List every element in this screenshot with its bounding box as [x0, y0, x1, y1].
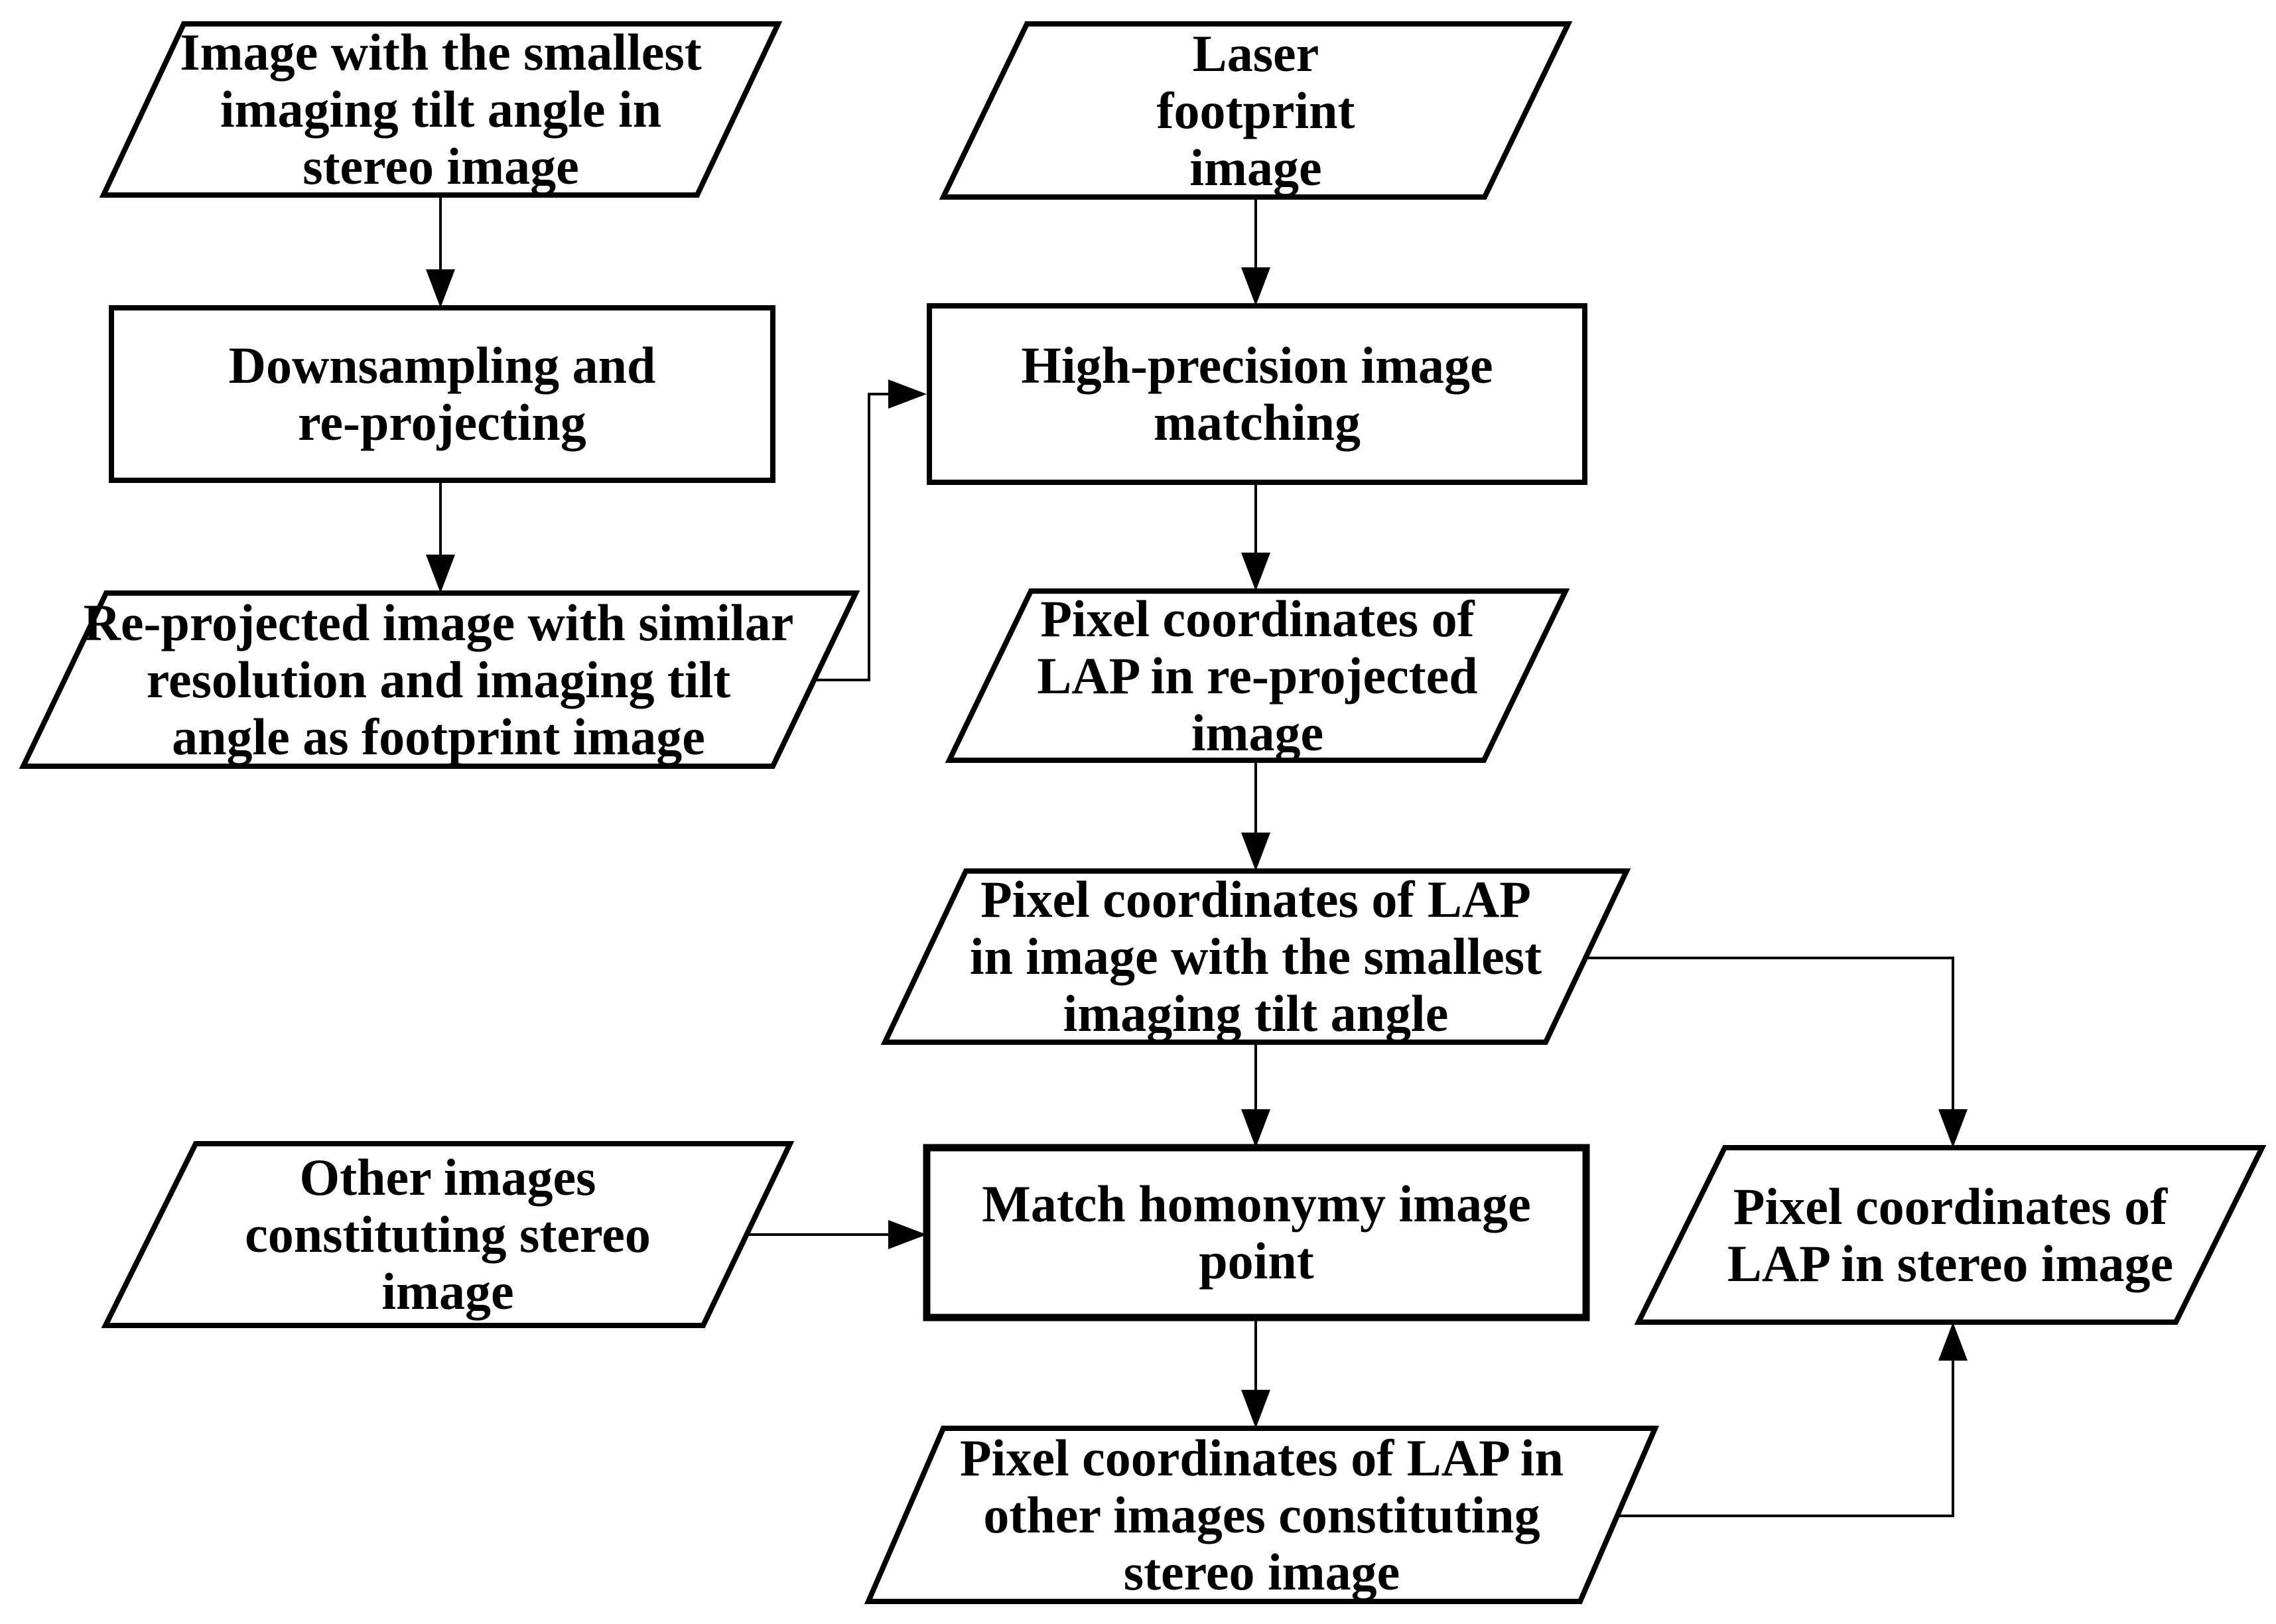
arrowhead-match-to-lapother — [1241, 1390, 1270, 1428]
arrowhead-lapreproj-to-lapsmallest — [1241, 833, 1270, 871]
arrowhead-matching-to-lapreproj — [1241, 553, 1270, 591]
elbow-reprojected-to-matching-line — [815, 393, 891, 681]
arrowhead-downsampling-to-reprojected — [426, 555, 455, 593]
node-shape-match-homonymy — [923, 1144, 1590, 1321]
node-shape-lap-smallest-tilt — [880, 868, 1631, 1045]
node-shape-high-precision-matching — [927, 303, 1587, 485]
node-shape-laser-footprint — [939, 21, 1573, 200]
elbow-lapsmallest-to-lapstereo-line — [1585, 957, 1954, 1112]
arrowhead-lapother-to-lapstereo — [1938, 1322, 1968, 1361]
arrowhead-lapsmallest-to-match — [1241, 1109, 1270, 1148]
node-shape-lap-other-images — [864, 1426, 1660, 1604]
arrowhead-reprojected-to-matching — [888, 379, 927, 409]
arrowhead-otherimages-to-match — [888, 1220, 927, 1249]
arrowhead-img-to-downsampling — [426, 269, 455, 308]
node-shape-reprojected-image — [19, 590, 860, 769]
elbow-lapother-to-lapstereo-line — [1617, 1358, 1954, 1517]
node-shape-downsampling — [109, 305, 775, 483]
node-shape-other-images — [101, 1141, 795, 1328]
arrowhead-laser-to-matching — [1241, 267, 1270, 306]
node-shape-lap-reprojected — [945, 588, 1570, 763]
node-shape-img-smallest-tilt — [99, 21, 783, 198]
arrowhead-lapsmallest-to-lapstereo — [1938, 1109, 1968, 1148]
node-shape-lap-stereo — [1634, 1145, 2267, 1325]
